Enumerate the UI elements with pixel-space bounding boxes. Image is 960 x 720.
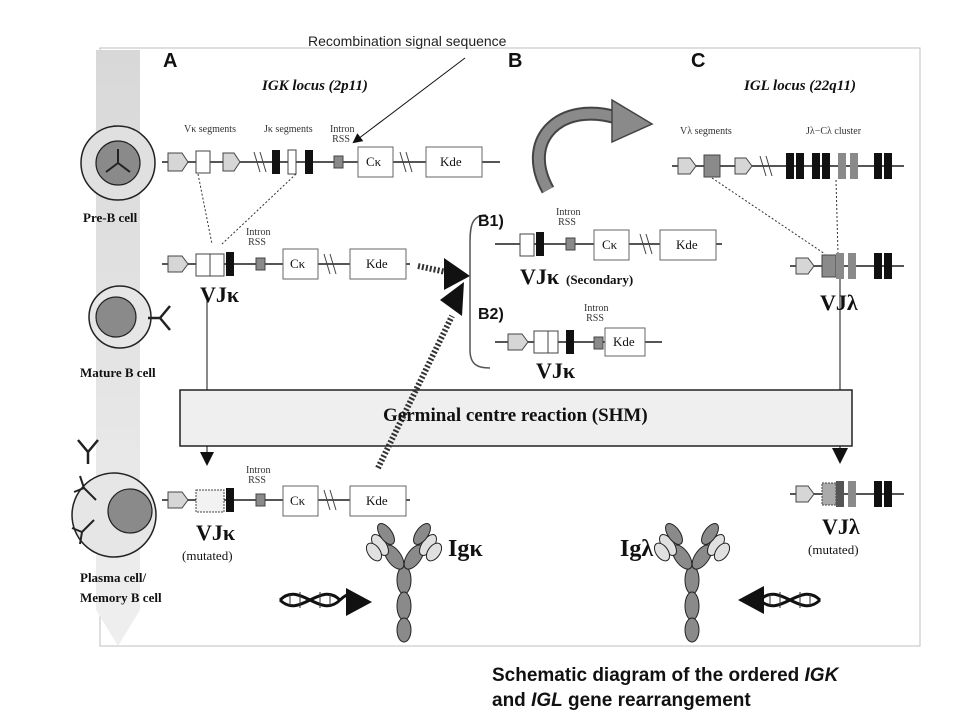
igk-mutated-construct — [162, 485, 410, 517]
igk-germline-locus — [162, 146, 500, 178]
igk-antibody-icon — [365, 523, 443, 643]
b2-construct — [495, 327, 662, 357]
igl-antibody-label: Igλ — [620, 536, 654, 562]
ck-gene-label: Cκ — [366, 154, 382, 169]
germinal-centre-bar — [179, 389, 853, 447]
igl-locus-title: IGL locus (22q11) — [744, 78, 856, 94]
panel-b-label: B — [508, 50, 523, 72]
vl-segments-label: Vλ segments — [680, 126, 732, 137]
pre-b-cell-icon — [80, 125, 156, 201]
plasma-cell-label: Plasma cell/ — [80, 570, 147, 585]
ck-gene-label: Cκ — [290, 493, 306, 508]
secondary-rearrangement-arrow — [417, 263, 447, 275]
kde-gene-label: Kde — [676, 237, 698, 252]
dna-helix-right-icon — [738, 586, 822, 614]
igl-vj-rearranged — [790, 253, 904, 279]
rearrangement-dotted-line — [221, 173, 297, 245]
vjl-label: VJλ — [820, 290, 858, 315]
rss-pointer-line — [352, 57, 466, 144]
secondary-from-mutated-arrow — [375, 314, 455, 470]
b1-label: B1) — [478, 213, 504, 230]
rss-annotation-label: Recombination signal sequence — [308, 33, 507, 49]
igk-antibody-label: Igκ — [448, 536, 483, 562]
igl-antibody-icon — [653, 523, 731, 643]
b1-construct — [495, 229, 722, 261]
jk-segments-label: Jκ segments — [264, 124, 313, 135]
vjk-label: VJκ — [536, 358, 576, 383]
igk-locus-title: IGK locus (2p11) — [262, 78, 368, 94]
vjk-label: VJκ — [520, 264, 560, 289]
kde-gene-label: Kde — [366, 256, 388, 271]
dna-helix-left-icon — [278, 588, 372, 616]
jl-cl-cluster-label: Jλ−Cλ cluster — [806, 126, 862, 137]
mature-b-cell-label: Mature B cell — [80, 365, 156, 380]
mutated-label: (mutated) — [182, 548, 233, 563]
ck-gene-label: Cκ — [602, 237, 618, 252]
rearrangement-dotted-line — [835, 179, 839, 255]
igk-vj-rearranged — [162, 248, 410, 280]
igl-germline-locus — [672, 153, 904, 179]
rearrangement-dotted-line — [711, 177, 826, 255]
panel-b-bracket — [469, 214, 491, 369]
plasma-cell-icon — [71, 439, 157, 558]
vjk-label: VJκ — [200, 282, 240, 307]
panel-a-label: A — [163, 50, 178, 72]
panel-c-label: C — [691, 50, 706, 72]
memory-b-cell-label: Memory B cell — [80, 590, 162, 605]
secondary-label: (Secondary) — [566, 272, 634, 287]
igl-mutated-construct — [790, 481, 904, 507]
mature-b-cell-icon — [88, 285, 171, 349]
kde-gene-label: Kde — [366, 493, 388, 508]
kde-gene-label: Kde — [440, 154, 462, 169]
mutated-label: (mutated) — [808, 542, 859, 557]
ck-gene-label: Cκ — [290, 256, 306, 271]
down-arrow-igk — [200, 452, 214, 466]
pre-b-cell-label: Pre-B cell — [83, 210, 138, 225]
kde-gene-label: Kde — [613, 334, 635, 349]
vjk-mutated-label: VJκ — [196, 520, 236, 545]
vjl-mutated-label: VJλ — [822, 514, 860, 539]
germinal-centre-label: Germinal centre reaction (SHM) — [383, 405, 648, 426]
down-arrow-igl — [832, 448, 848, 464]
b2-label: B2) — [478, 306, 504, 323]
vk-segments-label: Vκ segments — [184, 124, 236, 135]
